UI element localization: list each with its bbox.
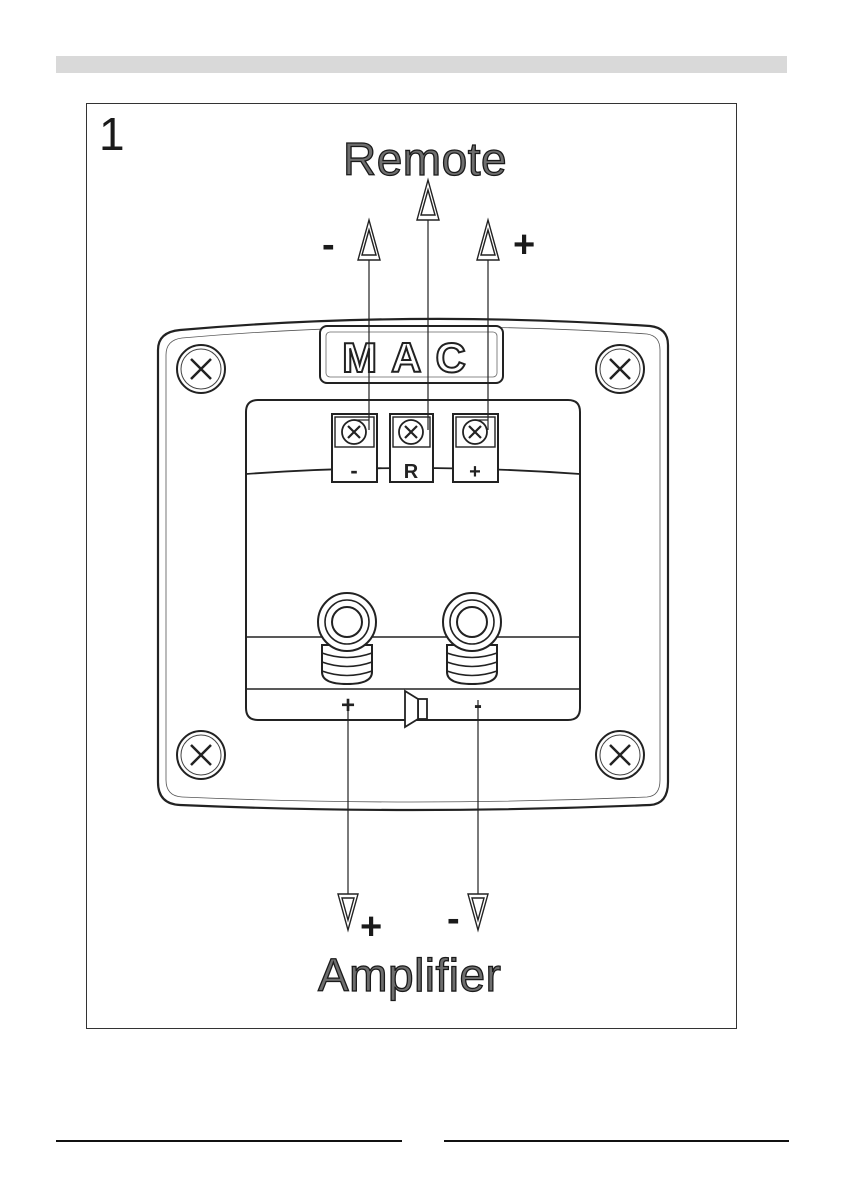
amplifier-title: Amplifier <box>318 952 501 998</box>
terminal-remote[interactable]: R <box>390 414 433 483</box>
logo-text: MAC <box>342 334 480 381</box>
arrow-up-icon <box>358 220 380 260</box>
terminal-plus[interactable]: + <box>453 414 498 483</box>
terminal-label: R <box>404 461 419 483</box>
screw-icon <box>177 345 225 393</box>
footer-rule-left <box>56 1140 402 1142</box>
arrow-down-icon <box>468 894 488 930</box>
terminal-minus[interactable]: - <box>332 414 377 483</box>
screw-icon <box>596 345 644 393</box>
terminal-label: + <box>469 461 481 483</box>
arrow-up-icon <box>477 220 499 260</box>
terminal-label: - <box>350 458 357 483</box>
arrow-up-icon <box>417 180 439 220</box>
screw-icon <box>342 420 366 444</box>
arrow-down-icon <box>338 894 358 930</box>
screw-icon <box>399 420 423 444</box>
amp-plus-label: + <box>360 908 382 946</box>
screw-icon <box>177 731 225 779</box>
screw-icon <box>463 420 487 444</box>
screw-icon <box>596 731 644 779</box>
footer-rule-right <box>444 1140 789 1142</box>
amp-minus-label: - <box>447 900 460 938</box>
